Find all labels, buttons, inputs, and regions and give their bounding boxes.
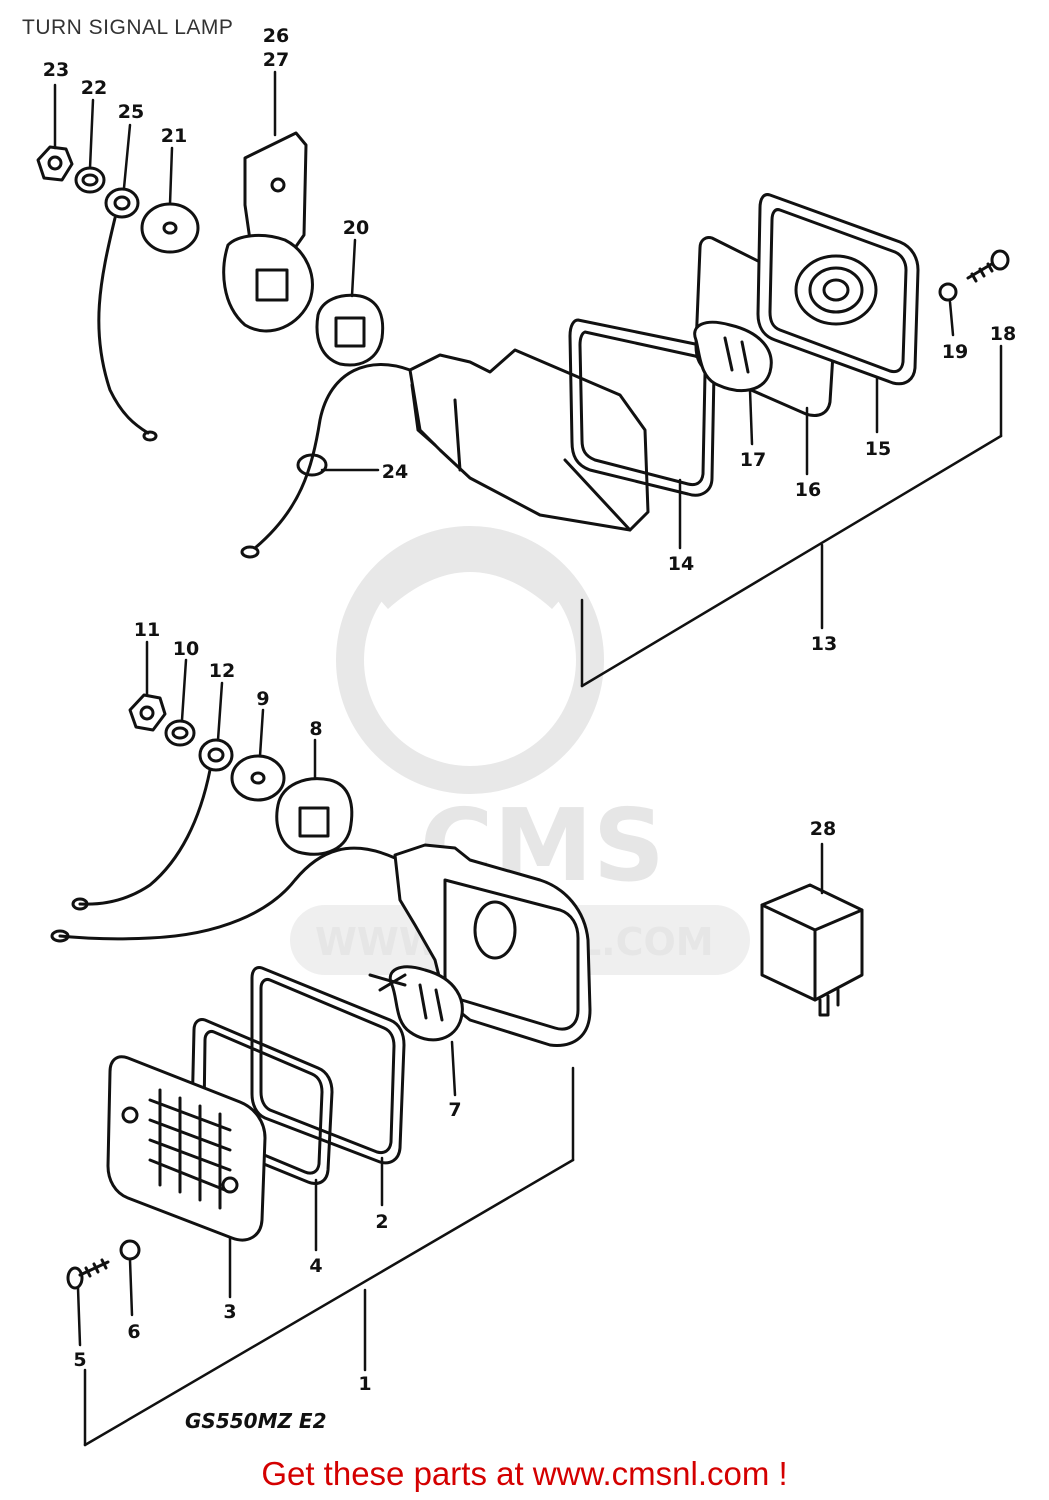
callout-22: 22 <box>81 77 107 99</box>
gasket-part-4 <box>190 1018 334 1185</box>
washer-part-21 <box>140 202 200 254</box>
lens-part-15 <box>756 193 920 386</box>
callout-11: 11 <box>134 619 160 641</box>
leader-lines <box>53 70 1003 1447</box>
callout-26: 26 <box>263 25 289 47</box>
callout-8: 8 <box>309 718 322 740</box>
flasher-relay-part-28 <box>760 883 864 1017</box>
grommet-part-8 <box>275 777 354 856</box>
nut-part-11 <box>128 693 167 732</box>
model-code: GS550MZ E2 <box>185 1409 327 1433</box>
page-title: TURN SIGNAL LAMP <box>22 16 234 39</box>
callout-9: 9 <box>256 688 269 710</box>
callout-20: 20 <box>343 217 369 239</box>
callout-17: 17 <box>740 449 766 471</box>
callout-7: 7 <box>448 1099 461 1121</box>
grommet-part-20 <box>315 293 385 367</box>
callout-3: 3 <box>223 1301 236 1323</box>
callout-15: 15 <box>865 438 891 460</box>
callout-16: 16 <box>795 479 821 501</box>
callout-10: 10 <box>173 638 199 660</box>
callout-25: 25 <box>118 101 144 123</box>
lock-washer-part-10 <box>164 719 196 747</box>
bracket-part-26-27 <box>222 131 314 333</box>
callout-labels: 1 2 3 4 5 6 7 8 9 10 11 12 13 14 15 16 1… <box>43 25 1016 1395</box>
callout-18: 18 <box>990 323 1016 345</box>
callout-24: 24 <box>382 461 408 483</box>
callout-21: 21 <box>161 125 187 147</box>
callout-19: 19 <box>942 341 968 363</box>
callout-23: 23 <box>43 59 69 81</box>
footer-parts-link[interactable]: Get these parts at www.cmsnl.com ! <box>261 1455 788 1492</box>
lens-part-3 <box>106 1055 267 1242</box>
lamp-housing-part-14 <box>408 348 650 532</box>
ground-wire-part-12 <box>71 738 234 911</box>
callout-28: 28 <box>810 818 836 840</box>
callout-12: 12 <box>209 660 235 682</box>
nut-part-23 <box>36 145 74 182</box>
screw-part-18 <box>966 249 1010 283</box>
callout-14: 14 <box>668 553 694 575</box>
gasket-part-2 <box>250 966 406 1165</box>
callout-27: 27 <box>263 49 289 71</box>
callout-13: 13 <box>811 633 837 655</box>
callout-2: 2 <box>375 1211 388 1233</box>
callout-6: 6 <box>127 1321 140 1343</box>
callout-1: 1 <box>358 1373 371 1395</box>
washer-part-6 <box>119 1239 141 1261</box>
bulb-part-7 <box>368 965 464 1042</box>
callout-4: 4 <box>309 1255 322 1277</box>
screw-part-5 <box>66 1258 110 1290</box>
signal-wire-part-24 <box>240 362 412 559</box>
washer-part-19 <box>938 282 958 302</box>
signal-wire-lower <box>50 846 397 943</box>
bulb-part-17 <box>693 320 773 393</box>
lock-washer-part-22 <box>74 166 106 194</box>
ground-wire-part-25 <box>97 187 158 442</box>
washer-part-9 <box>230 754 286 802</box>
callout-5: 5 <box>73 1349 86 1371</box>
watermark-mascot <box>336 526 604 794</box>
